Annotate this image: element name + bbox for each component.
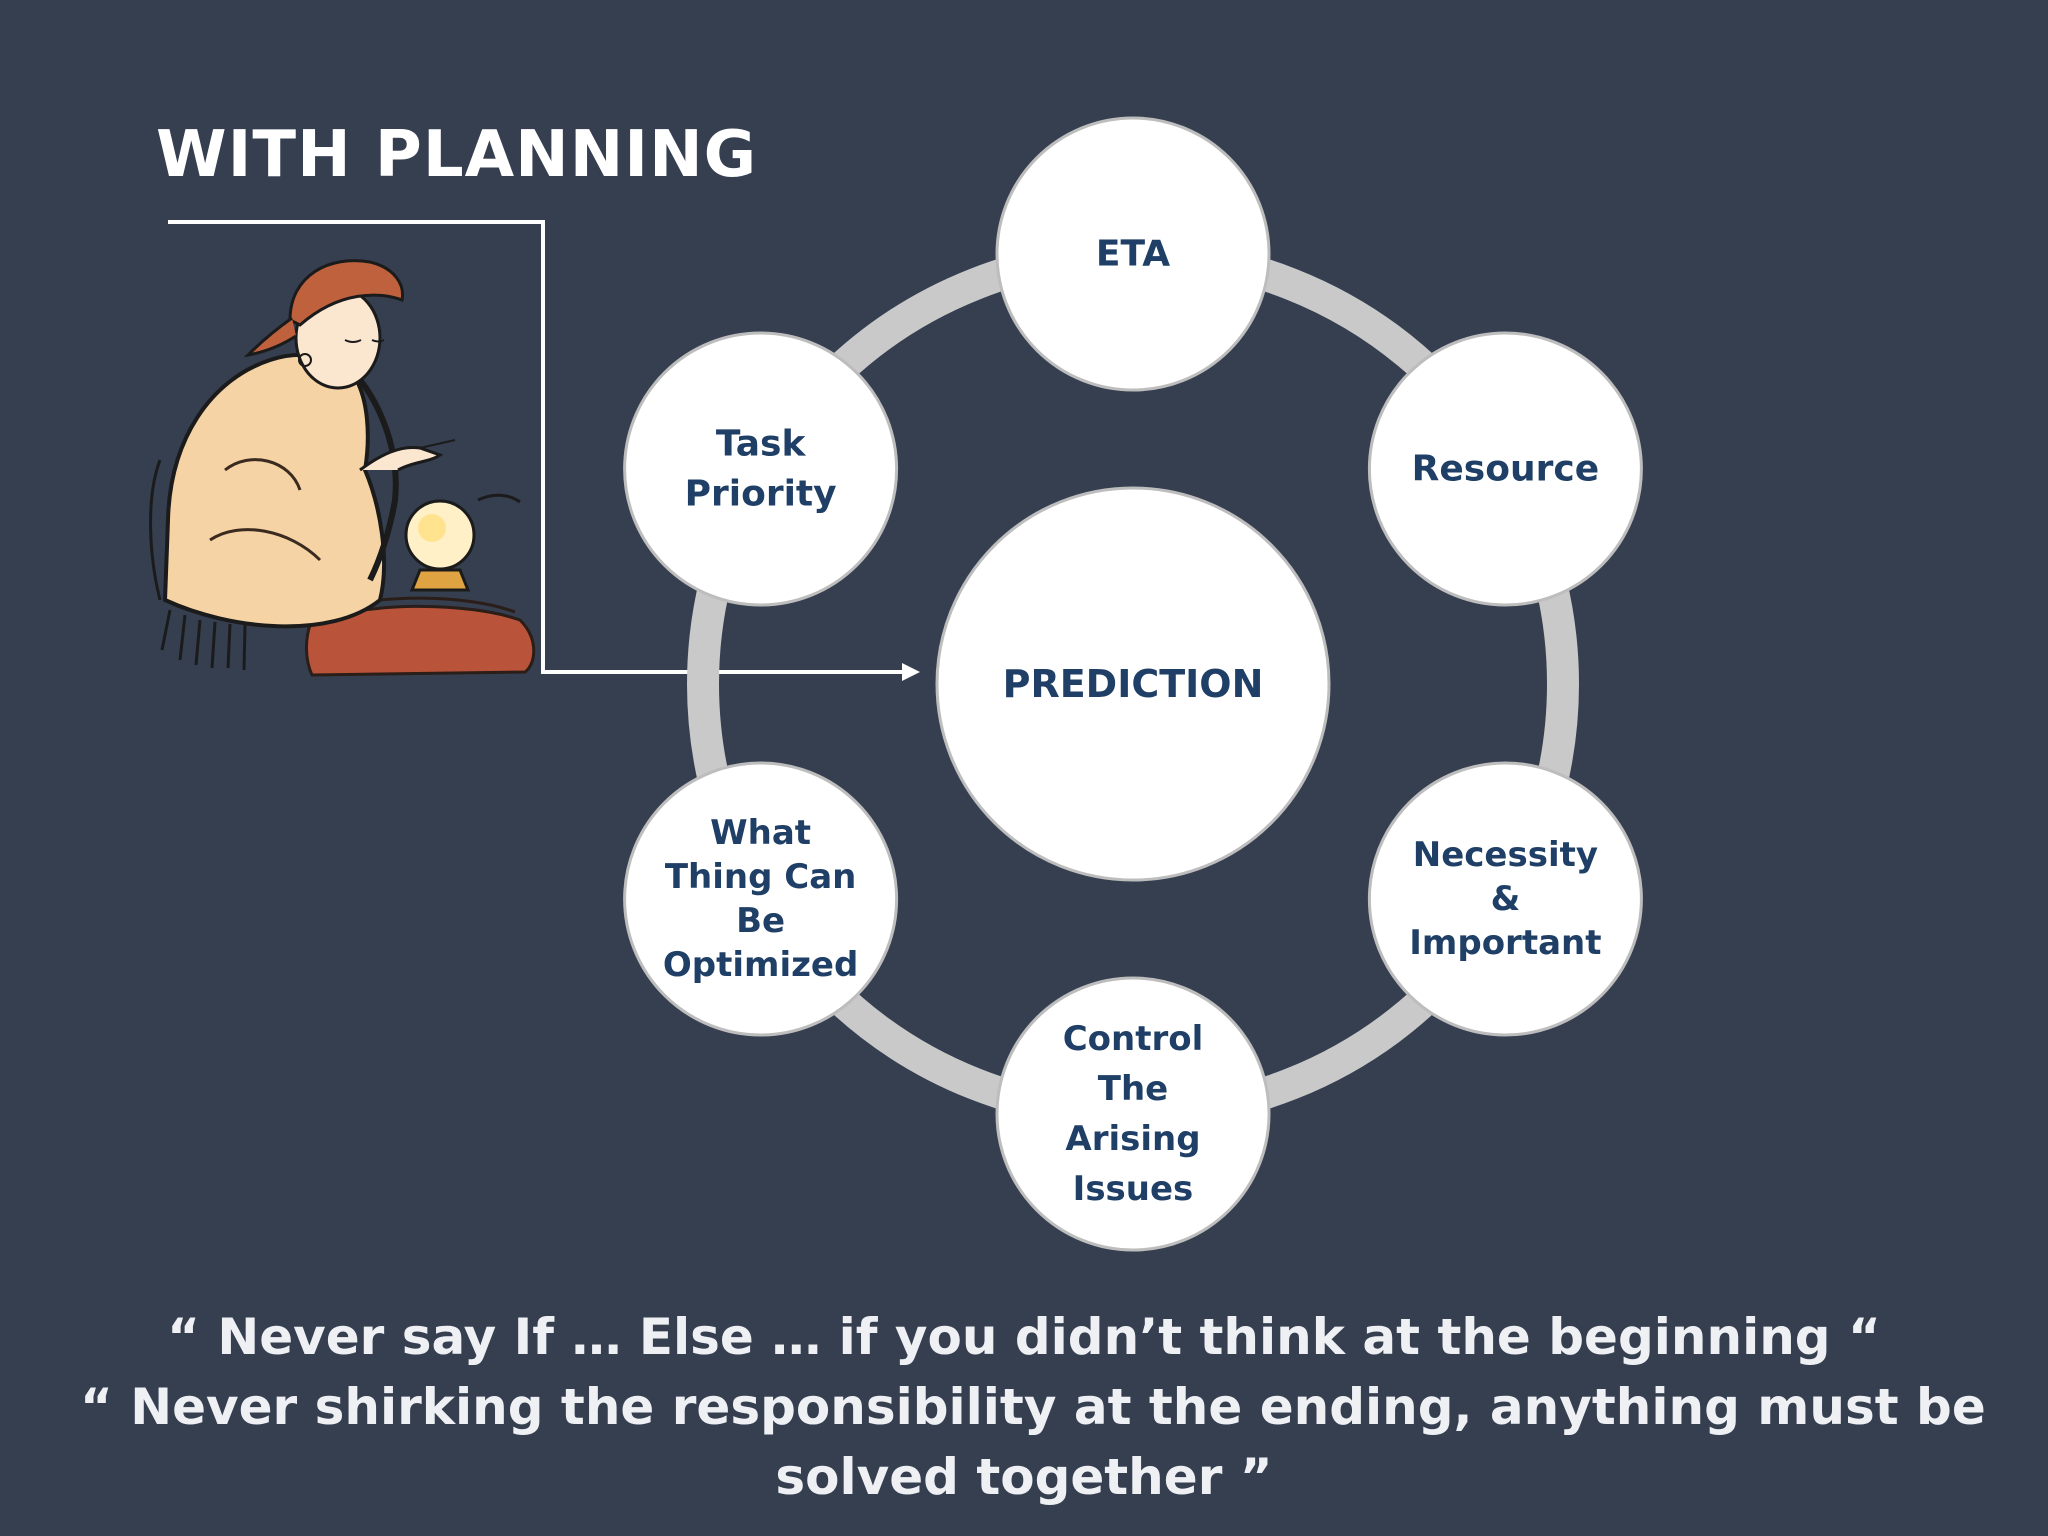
node-necessity-label-line: Important [1409,923,1601,963]
node-necessity-label-line: Necessity [1413,835,1598,875]
node-control-label-line: Issues [1073,1169,1194,1209]
fortune-teller-crystal-ball-icon [149,259,536,677]
center-node-label: PREDICTION [1003,662,1264,706]
node-resource-label-line: Resource [1412,449,1599,490]
node-task-priority-circle [623,331,899,607]
quote-line-1: “ Never say If … Else … if you didn’t th… [167,1308,1881,1366]
node-optimized-label-line: What [710,813,811,853]
node-task-priority-label-line: Task [716,424,807,465]
node-optimized-circle [623,761,899,1037]
node-eta-circle [995,116,1271,392]
node-necessity-label-line: & [1491,879,1521,919]
connector-arrow [168,220,920,681]
node-control-circle [995,976,1271,1252]
node-eta: ETA [995,116,1271,392]
node-optimized-label-line: Optimized [663,945,858,985]
quote-block: “ Never say If … Else … if you didn’t th… [80,1302,1986,1512]
node-resource-circle [1367,331,1643,607]
node-control-label-line: Control [1063,1019,1204,1059]
node-eta-label-line: ETA [1096,234,1170,275]
quote-line-3: solved together ” [775,1448,1273,1506]
node-control-label-line: Arising [1065,1119,1200,1159]
slide-title: WITH PLANNING [156,118,758,192]
node-optimized-label-line: Be [736,901,785,941]
node-control-label-line: The [1098,1069,1168,1109]
node-necessity-circle [1367,761,1643,1037]
node-task-priority-label-line: Priority [685,474,837,515]
node-necessity: Necessity&Important [1367,761,1643,1037]
node-optimized-label-line: Thing Can [665,857,857,897]
center-node: PREDICTION [935,486,1331,882]
quote-line-2: “ Never shirking the responsibility at t… [80,1378,1986,1436]
node-resource: Resource [1367,331,1643,607]
